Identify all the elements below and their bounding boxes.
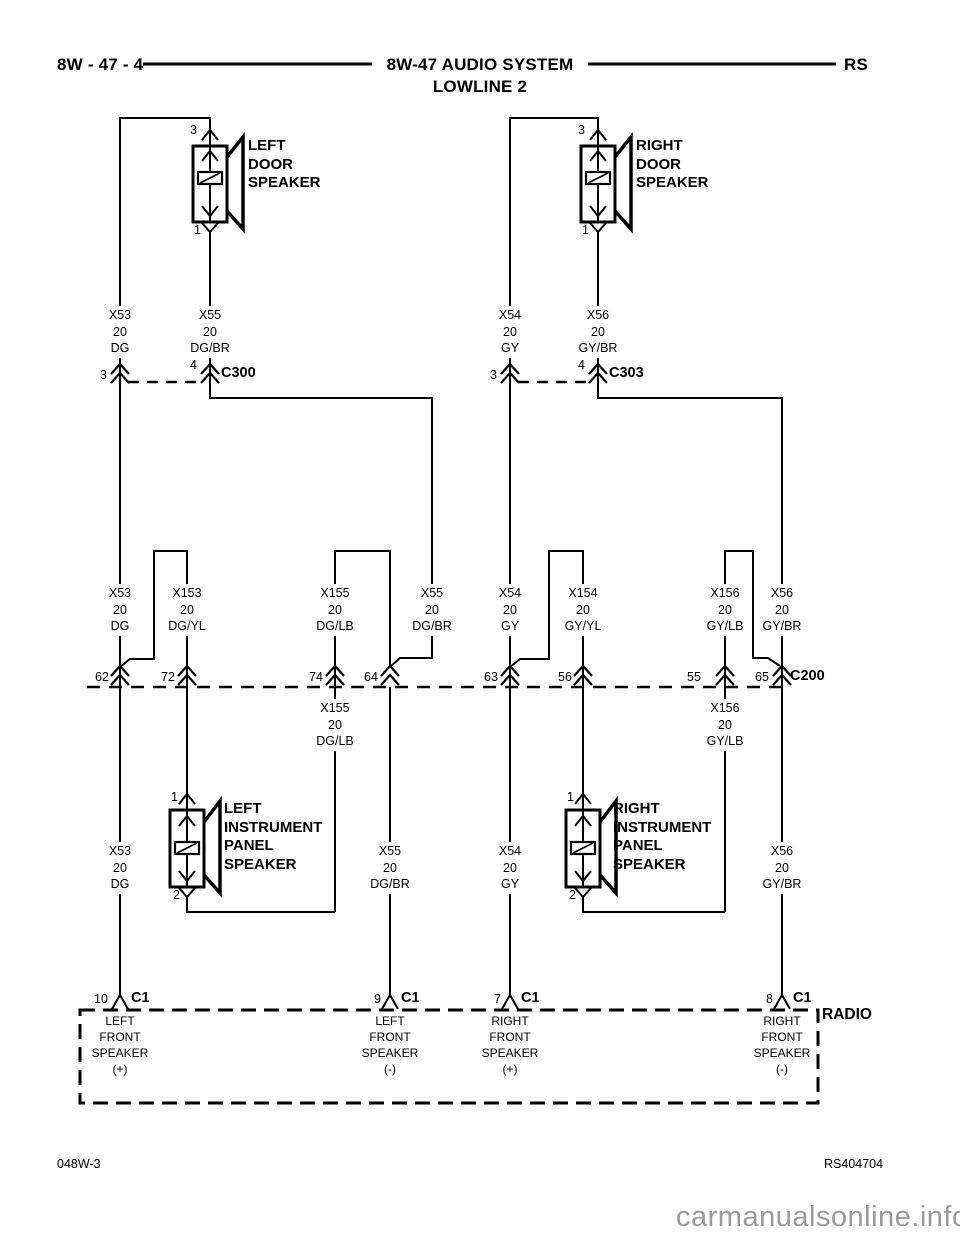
radio-c1-terminals [111, 992, 791, 1010]
wire-right-ip-return [582, 897, 725, 913]
left-ip-pin-bottom: 2 [173, 888, 180, 902]
c200-pin64-terminal [380, 664, 400, 686]
wire-x55-door-to-c200 [209, 232, 433, 668]
c200-pin63-terminal [500, 664, 520, 686]
right-ip-speaker-label: RIGHT INSTRUMENT PANEL SPEAKER [613, 800, 712, 873]
drawing-code: RS404704 [824, 1157, 884, 1171]
c200-pin72-number: 72 [161, 670, 175, 684]
c1-pin7-number: 7 [494, 992, 501, 1006]
c200-pin74-number: 74 [309, 670, 323, 684]
radio-channel-rf-plus: RIGHT FRONT SPEAKER (+) [481, 1014, 539, 1076]
c200-pin65-number: 65 [755, 670, 769, 684]
wire-x54-trunk [509, 117, 599, 995]
left-door-speaker-label: LEFT DOOR SPEAKER [248, 137, 321, 191]
c200-pin65-terminal [772, 664, 792, 686]
left-door-pin-bottom: 1 [194, 223, 201, 237]
c1-label-pin9: C1 [401, 990, 420, 1006]
sheet-code: 048W-3 [57, 1157, 101, 1171]
c200-pin56-number: 56 [558, 670, 572, 684]
c200-pin64-number: 64 [364, 670, 378, 684]
connector-c200-label: C200 [790, 668, 825, 684]
left-ip-pin-top: 1 [171, 790, 178, 804]
c300-pin4-number: 4 [190, 358, 197, 372]
c200-pin72-terminal [177, 664, 197, 686]
c1-pin7-terminal [501, 992, 519, 1010]
c200-pin55-number: 55 [687, 670, 701, 684]
c200-pin56-terminal [573, 664, 593, 686]
c1-label-pin7: C1 [521, 990, 540, 1006]
right-door-speaker-symbol [579, 128, 633, 234]
right-door-pin-top: 3 [578, 123, 585, 137]
radio-channel-lf-plus: LEFT FRONT SPEAKER (+) [91, 1014, 149, 1076]
radio-box [78, 1008, 820, 1105]
left-ip-speaker-label: LEFT INSTRUMENT PANEL SPEAKER [224, 800, 323, 873]
right-ip-speaker-symbol [564, 792, 618, 899]
c1-pin10-number: 10 [94, 992, 108, 1006]
radio-channel-lf-minus: LEFT FRONT SPEAKER (-) [361, 1014, 419, 1076]
left-ip-speaker-symbol [168, 792, 222, 899]
left-door-speaker-symbol [191, 128, 245, 234]
right-ip-pin-top: 1 [567, 790, 574, 804]
radio-channel-rf-minus: RIGHT FRONT SPEAKER (-) [753, 1014, 811, 1076]
left-door-pin-top: 3 [190, 123, 197, 137]
c200-pin62-terminal [110, 664, 130, 686]
connector-c303-label: C303 [609, 365, 644, 381]
page-title: 8W-47 AUDIO SYSTEM [386, 55, 574, 74]
c1-pin8-number: 8 [766, 992, 773, 1006]
connector-c300-label: C300 [221, 365, 256, 381]
c300-pin4-terminal [200, 362, 220, 384]
c1-pin10-terminal [111, 992, 129, 1010]
c1-pin9-terminal [381, 992, 399, 1010]
connector-dashes [78, 380, 820, 1105]
right-door-pin-bottom: 1 [582, 223, 589, 237]
region-code: RS [844, 55, 869, 74]
right-door-speaker-label: RIGHT DOOR SPEAKER [636, 137, 709, 191]
wire-left-ip-return [186, 897, 335, 913]
c200-pin63-number: 63 [484, 670, 498, 684]
right-ip-pin-bottom: 2 [569, 888, 576, 902]
c1-pin8-terminal [773, 992, 791, 1010]
watermark: carmanualsonline.info [676, 1201, 960, 1233]
c303-pin3-number: 3 [490, 368, 497, 382]
c1-label-pin8: C1 [793, 990, 812, 1006]
radio-label: RADIO [822, 1006, 872, 1023]
c303-pin3-terminal [500, 362, 520, 384]
c200-pin74-terminal [325, 664, 345, 686]
c303-pin4-number: 4 [578, 358, 585, 372]
c1-pin9-number: 9 [374, 992, 381, 1006]
connector-terminals [110, 362, 792, 686]
c303-pin4-terminal [588, 362, 608, 384]
c300-pin3-terminal [110, 362, 130, 384]
page-subtitle: LOWLINE 2 [432, 77, 528, 96]
c300-pin3-number: 3 [100, 368, 107, 382]
c1-label-pin10: C1 [131, 990, 150, 1006]
c200-pin55-terminal [715, 664, 735, 686]
c200-pin62-number: 62 [95, 670, 109, 684]
page-reference: 8W - 47 - 4 [57, 55, 144, 74]
wire-x53-trunk [119, 117, 211, 995]
